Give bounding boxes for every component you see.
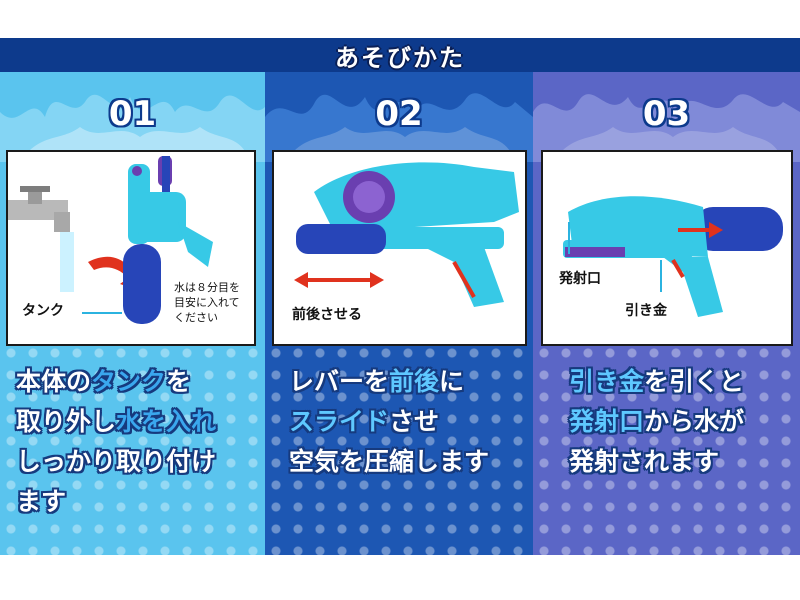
- top-margin: [0, 0, 800, 38]
- nozzle-label: 発射口: [559, 271, 601, 287]
- desc-text: から水が: [644, 407, 745, 436]
- step-description: レバーを前後に スライドさせ 空気を圧縮します: [265, 362, 533, 482]
- desc-highlight: 水を入れ: [116, 407, 217, 436]
- step-description: 引き金を引くと 発射口から水が 発射されます: [533, 362, 800, 482]
- desc-highlight: 発射口: [569, 407, 645, 436]
- fill-note-line2: 目安に入れて: [174, 296, 240, 309]
- step-photo: 発射口 引き金: [541, 150, 793, 346]
- step-number: 02: [375, 94, 423, 134]
- step-panel-1: 01 タンク 水は８分目を 目安に入れて ください: [0, 72, 265, 555]
- step-panel-3: 03 発射口 引き金 引き金を引くと 発射口から水が 発射されます: [533, 72, 800, 555]
- trigger-label: 引き金: [625, 303, 667, 319]
- lever-label: 前後させる: [292, 307, 362, 323]
- desc-highlight: 引き金: [569, 367, 645, 396]
- desc-text: に: [439, 367, 465, 396]
- bottom-margin: [0, 555, 800, 600]
- desc-highlight: スライド: [289, 407, 390, 436]
- step-photo: タンク 水は８分目を 目安に入れて ください: [6, 150, 256, 346]
- dot-pattern: [265, 342, 533, 555]
- leader-line: [82, 312, 122, 314]
- water-gun-icon: [294, 162, 519, 307]
- desc-text: レバーを: [289, 367, 390, 396]
- fill-note-line1: 水は８分目を: [174, 281, 240, 294]
- step-panel-2: 02 前後させる レバーを前後に スライドさせ 空気を圧縮します: [265, 72, 533, 555]
- dot-pattern: [533, 342, 800, 555]
- desc-text: を引くと: [644, 367, 745, 396]
- water-gun-icon: [563, 196, 783, 317]
- desc-text: させ: [389, 407, 440, 436]
- step-number: 03: [642, 94, 691, 134]
- fill-note: 水は８分目を 目安に入れて ください: [174, 280, 240, 325]
- tank-label: タンク: [22, 303, 64, 319]
- step-photo: 前後させる: [272, 150, 527, 346]
- desc-highlight: タンク: [91, 367, 167, 396]
- step-number: 01: [108, 94, 157, 134]
- page-title: あそびかた: [335, 43, 465, 72]
- desc-text: 空気を圧縮します: [289, 447, 490, 476]
- desc-text: 本体の: [16, 367, 92, 396]
- desc-text: を: [166, 367, 192, 396]
- dot-pattern: [0, 342, 265, 555]
- desc-text: 発射されます: [569, 447, 720, 476]
- desc-highlight: 前後: [389, 367, 440, 396]
- header-bar: あそびかた: [0, 38, 800, 72]
- desc-text: しっかり取り付け: [16, 447, 217, 476]
- step-description: 本体のタンクを 取り外し水を入れ しっかり取り付け ます: [0, 362, 265, 522]
- water-gun-icon: [123, 156, 213, 324]
- fill-note-line3: ください: [174, 311, 218, 324]
- desc-text: ます: [16, 487, 67, 516]
- desc-text: 取り外し: [16, 407, 117, 436]
